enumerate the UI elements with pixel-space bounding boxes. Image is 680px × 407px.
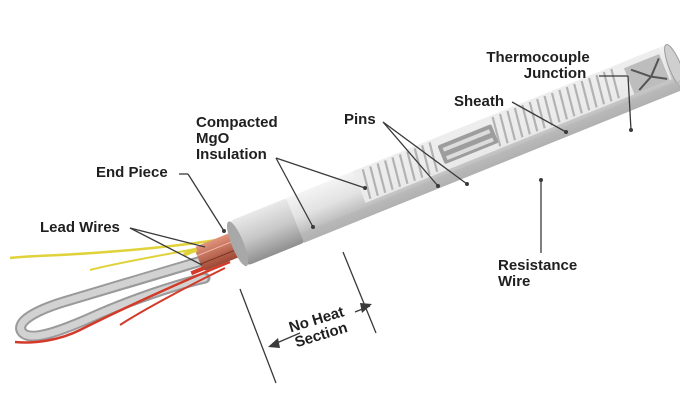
end-piece-label: End Piece	[96, 165, 168, 181]
pins-label: Pins	[344, 112, 376, 128]
compacted-mgo-label: Compacted MgO Insulation	[196, 115, 278, 163]
lead-wires-label: Lead Wires	[40, 220, 120, 236]
sheath-label: Sheath	[454, 94, 504, 110]
thermocouple-junction-label: Thermocouple Junction	[476, 50, 600, 82]
braided-sleeve	[21, 262, 205, 336]
resistance-wire-label: Resistance Wire	[498, 258, 577, 290]
